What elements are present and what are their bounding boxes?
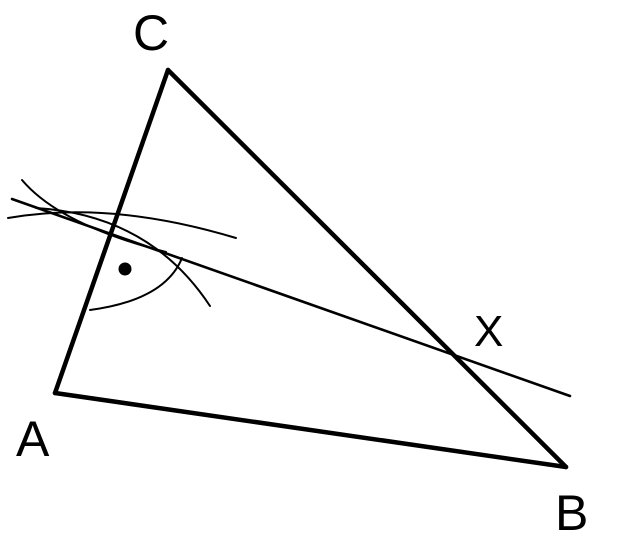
side-cb xyxy=(165,67,569,470)
construction-arc-3 xyxy=(21,179,167,253)
angle-marker-dot xyxy=(118,262,132,276)
side-ab xyxy=(52,390,569,470)
vertex-label-b: B xyxy=(555,485,589,541)
angle-arc xyxy=(89,257,183,311)
construction-arc-2 xyxy=(35,207,211,307)
construction-arc-1 xyxy=(7,211,237,239)
vertex-label-a: A xyxy=(16,411,50,467)
vertex-label-c: C xyxy=(133,5,170,61)
point-label-x: X xyxy=(474,307,504,356)
side-ca xyxy=(52,67,171,396)
